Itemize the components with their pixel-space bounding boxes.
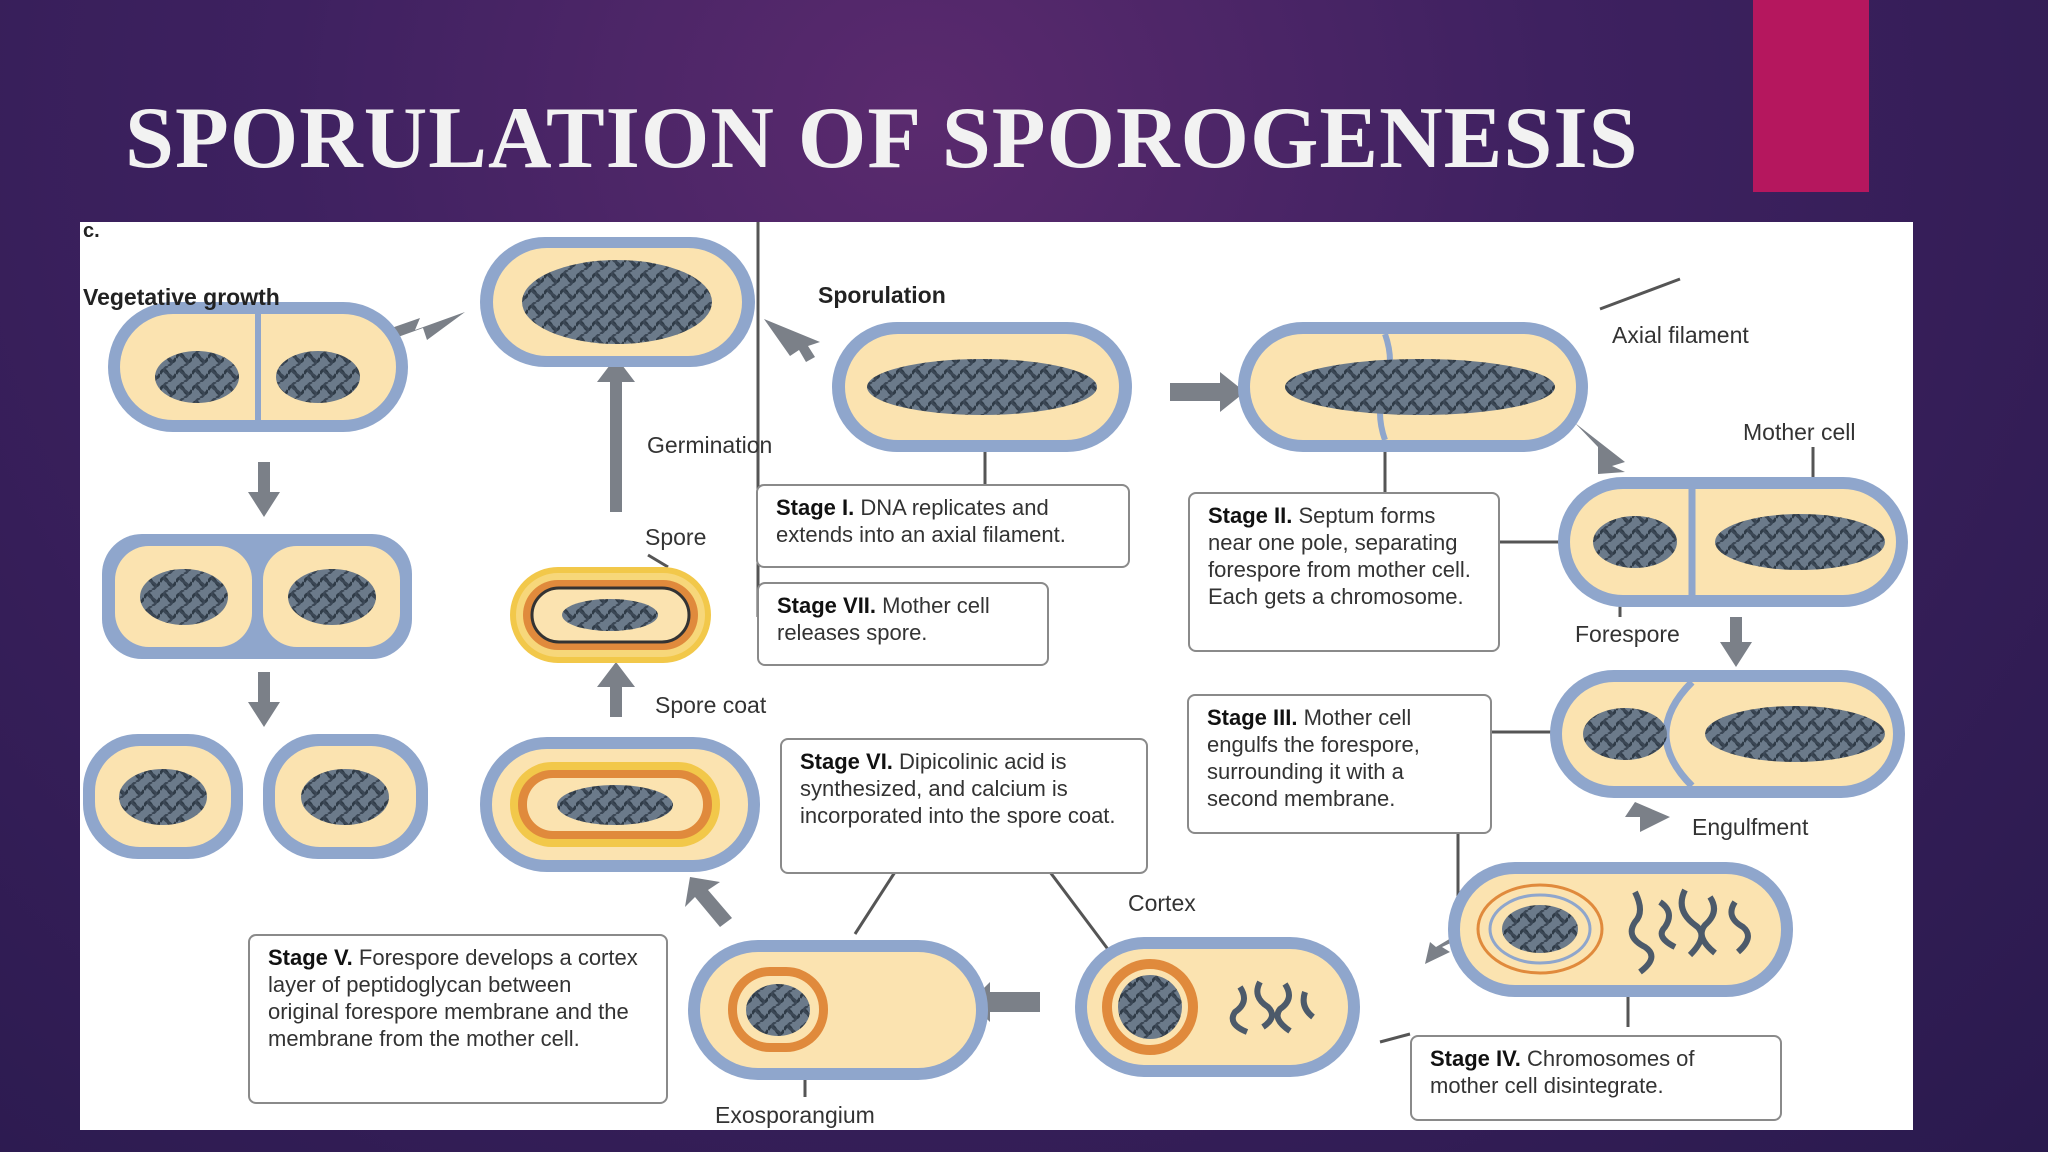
cell-stage-6-spore-coat bbox=[480, 737, 760, 872]
cell-stage-7-spore bbox=[510, 567, 711, 663]
stage-1-box: Stage I. DNA replicates and extends into… bbox=[756, 484, 1130, 568]
label-vegetative-growth: Vegetative growth bbox=[83, 284, 280, 310]
stage-6-box: Stage VI. Dipicolinic acid is synthesize… bbox=[780, 738, 1148, 874]
stage-5-box: Stage V. Forespore develops a cortex lay… bbox=[248, 934, 668, 1104]
cell-stage-2-septum bbox=[1238, 322, 1588, 452]
stage-4-box: Stage IV. Chromosomes of mother cell dis… bbox=[1410, 1035, 1782, 1121]
stage-7-text: Mother cell releases spore. bbox=[777, 593, 990, 645]
stage-2-name: Stage II. bbox=[1208, 503, 1293, 528]
cell-vegetative-1 bbox=[108, 302, 408, 432]
stage-7-name: Stage VII. bbox=[777, 593, 877, 618]
stage-5-name: Stage V. bbox=[268, 945, 353, 970]
stage-3-box: Stage III. Mother cell engulfs the fores… bbox=[1187, 694, 1492, 834]
stage-1-name: Stage I. bbox=[776, 495, 855, 520]
cell-stage-3-engulfment bbox=[1550, 670, 1905, 798]
label-spore: Spore bbox=[645, 524, 707, 550]
cell-stage-1 bbox=[832, 322, 1132, 452]
cell-top-center bbox=[480, 237, 755, 367]
slide-title: SPORULATION OF SPOROGENESIS bbox=[125, 90, 1639, 187]
label-axial-filament: Axial filament bbox=[1612, 322, 1749, 348]
stage-4-name: Stage IV. bbox=[1430, 1046, 1521, 1071]
label-germination: Germination bbox=[647, 432, 773, 458]
stage-2-box: Stage II. Septum forms near one pole, se… bbox=[1188, 492, 1500, 652]
cell-stage-5-cortex bbox=[1075, 937, 1360, 1077]
cell-stage-4 bbox=[1448, 862, 1793, 997]
stage-6-text: Dipicolinic acid is synthesized, and cal… bbox=[800, 749, 1116, 828]
accent-bar bbox=[1753, 0, 1869, 192]
stage-3-name: Stage III. bbox=[1207, 705, 1298, 730]
label-engulfment: Engulfment bbox=[1692, 814, 1809, 840]
label-forespore: Forespore bbox=[1575, 621, 1680, 647]
stage-7-box: Stage VII. Mother cell releases spore. bbox=[757, 582, 1049, 666]
label-exosporangium: Exosporangium bbox=[715, 1102, 875, 1128]
label-sporulation: Sporulation bbox=[818, 282, 946, 308]
label-cortex: Cortex bbox=[1128, 890, 1196, 916]
panel-letter: c. bbox=[83, 220, 100, 242]
stage-6-name: Stage VI. bbox=[800, 749, 893, 774]
label-mother-cell: Mother cell bbox=[1743, 419, 1856, 445]
stage-2-text: Septum forms near one pole, separating f… bbox=[1208, 503, 1471, 609]
cell-exosporangium bbox=[688, 940, 988, 1080]
stage-3-text: Mother cell engulfs the forespore, surro… bbox=[1207, 705, 1420, 811]
cell-vegetative-2 bbox=[102, 534, 412, 659]
cell-vegetative-3 bbox=[83, 734, 428, 859]
flow-arrows bbox=[248, 312, 1752, 1022]
sporulation-figure: c. Vegetative growth Sporulation Axial f… bbox=[80, 220, 1913, 1130]
sporulation-diagram bbox=[83, 222, 1908, 1097]
cell-forespore-mother bbox=[1558, 477, 1908, 607]
stage-4-text: Chromosomes of mother cell disintegrate. bbox=[1430, 1046, 1695, 1098]
label-spore-coat: Spore coat bbox=[655, 692, 767, 718]
stage-1-text: DNA replicates and extends into an axial… bbox=[776, 495, 1066, 547]
stage-5-text: Forespore develops a cortex layer of pep… bbox=[268, 945, 638, 1051]
